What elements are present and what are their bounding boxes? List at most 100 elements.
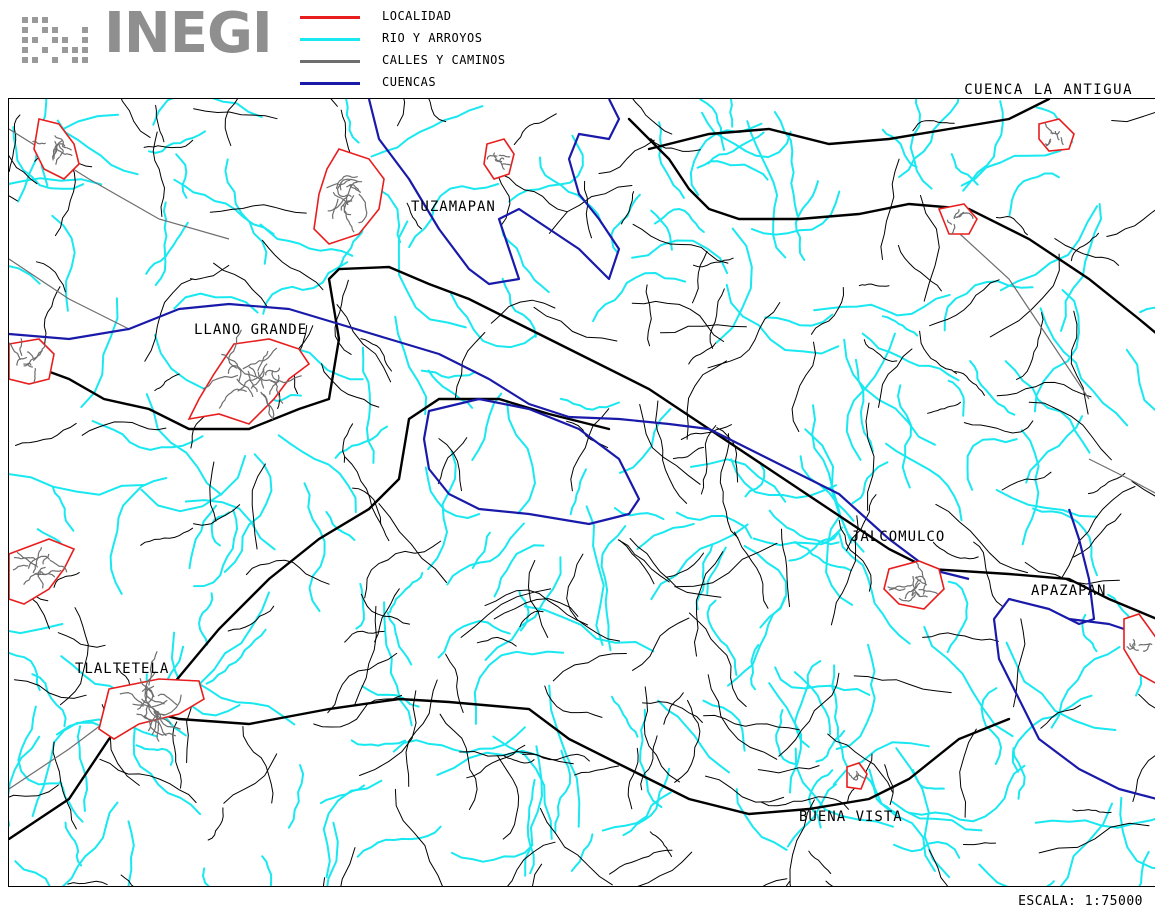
river-segment xyxy=(774,666,871,696)
locality-street xyxy=(143,715,177,737)
terrain-line xyxy=(9,195,18,202)
river-segment xyxy=(473,650,565,725)
river-segment xyxy=(361,685,420,708)
terrain-line xyxy=(155,104,165,143)
river-segment xyxy=(815,729,846,763)
locality-street xyxy=(498,154,511,158)
river-segment xyxy=(361,346,375,464)
locality-street xyxy=(153,709,181,730)
terrain-line xyxy=(224,99,239,146)
river-segment xyxy=(650,523,749,601)
locality-street xyxy=(888,587,906,592)
river-segment xyxy=(1059,802,1113,886)
river-segment xyxy=(355,582,365,630)
terrain-line xyxy=(632,223,729,264)
locality-street xyxy=(499,157,505,161)
locality-west xyxy=(9,338,55,385)
locality-street xyxy=(248,366,265,389)
river-segment xyxy=(838,532,911,645)
terrain-line xyxy=(327,652,398,714)
river-segment xyxy=(193,508,238,588)
legend-label: CALLES Y CAMINOS xyxy=(382,53,506,67)
terrain-line xyxy=(9,784,59,798)
terrain-line xyxy=(922,632,999,642)
terrain-line xyxy=(81,421,167,436)
river-segment xyxy=(523,605,655,653)
locality-tuzamapan xyxy=(313,148,385,245)
river-segment xyxy=(825,516,854,606)
terrain-line xyxy=(1073,513,1122,558)
place-label-buena-vista: BUENA VISTA xyxy=(799,809,903,825)
locality-street xyxy=(12,564,29,571)
locality-street xyxy=(49,559,68,573)
river-segment xyxy=(1139,306,1155,314)
river-segment xyxy=(658,121,685,199)
river-segment xyxy=(500,225,550,294)
locality-street xyxy=(23,572,42,585)
terrain-line xyxy=(627,747,639,810)
terrain-line xyxy=(190,264,230,281)
locality-street xyxy=(915,576,928,586)
legend-swatch-localidad xyxy=(300,16,360,19)
terrain-line xyxy=(880,158,900,260)
terrain-line xyxy=(954,371,985,396)
river-segment xyxy=(699,99,726,151)
terrain-line xyxy=(655,400,688,504)
terrain-line xyxy=(378,503,447,583)
terrain-line xyxy=(522,753,590,762)
terrain-line xyxy=(36,261,66,293)
river-segment xyxy=(636,522,695,550)
terrain-line xyxy=(846,494,877,551)
river-segment xyxy=(657,699,730,774)
terrain-line xyxy=(1070,310,1089,415)
main-ridge-line xyxy=(9,265,1155,620)
river-segment xyxy=(861,332,960,382)
river-segment xyxy=(437,620,511,659)
legend-label: RIO Y ARROYOS xyxy=(382,31,483,45)
locality-street xyxy=(237,369,265,392)
terrain-line xyxy=(532,863,543,886)
terrain-line xyxy=(707,674,778,760)
river-segment xyxy=(851,461,889,505)
river-segment xyxy=(969,360,1016,416)
river-segment xyxy=(1005,641,1117,731)
terrain-line xyxy=(719,433,739,539)
map-drawing xyxy=(9,99,1155,886)
locality-northcenter xyxy=(483,138,515,180)
locality-street xyxy=(144,688,154,717)
terrain-line xyxy=(692,250,708,304)
terrain-line xyxy=(53,572,80,588)
terrain-line xyxy=(544,685,603,718)
terrain-line xyxy=(428,99,447,123)
northeast-ridge-line xyxy=(647,99,1051,151)
locality-street xyxy=(260,393,273,418)
locality-street xyxy=(32,344,46,362)
locality-street xyxy=(9,342,22,361)
terrain-line xyxy=(1070,232,1099,262)
locality-street xyxy=(58,144,64,157)
locality-street xyxy=(152,707,160,742)
river-segment xyxy=(978,863,1009,886)
river-segment xyxy=(506,400,536,515)
terrain-line xyxy=(674,699,701,783)
terrain-line xyxy=(919,330,957,375)
terrain-line xyxy=(574,765,620,776)
main-ridge-layer xyxy=(9,99,1155,841)
terrain-line xyxy=(354,605,377,706)
river-segment xyxy=(127,820,135,886)
river-segment xyxy=(881,315,919,337)
river-segment xyxy=(794,747,894,828)
map-title: CUENCA LA ANTIGUA xyxy=(964,82,1133,98)
legend-label: CUENCAS xyxy=(382,75,437,89)
localities-layer xyxy=(9,118,1155,790)
river-segment xyxy=(909,99,933,190)
map-canvas[interactable]: TUZAMAPAN LLANO GRANDE JALCOMULCO APAZAP… xyxy=(8,98,1155,887)
terrain-line xyxy=(313,694,402,728)
locality-jalcomulco xyxy=(883,560,945,610)
north-ridge-line xyxy=(627,117,1155,334)
locality-street xyxy=(951,223,956,235)
river-segment xyxy=(135,744,174,766)
terrain-line xyxy=(496,755,520,840)
river-segment xyxy=(194,591,270,703)
locality-street xyxy=(331,194,349,219)
